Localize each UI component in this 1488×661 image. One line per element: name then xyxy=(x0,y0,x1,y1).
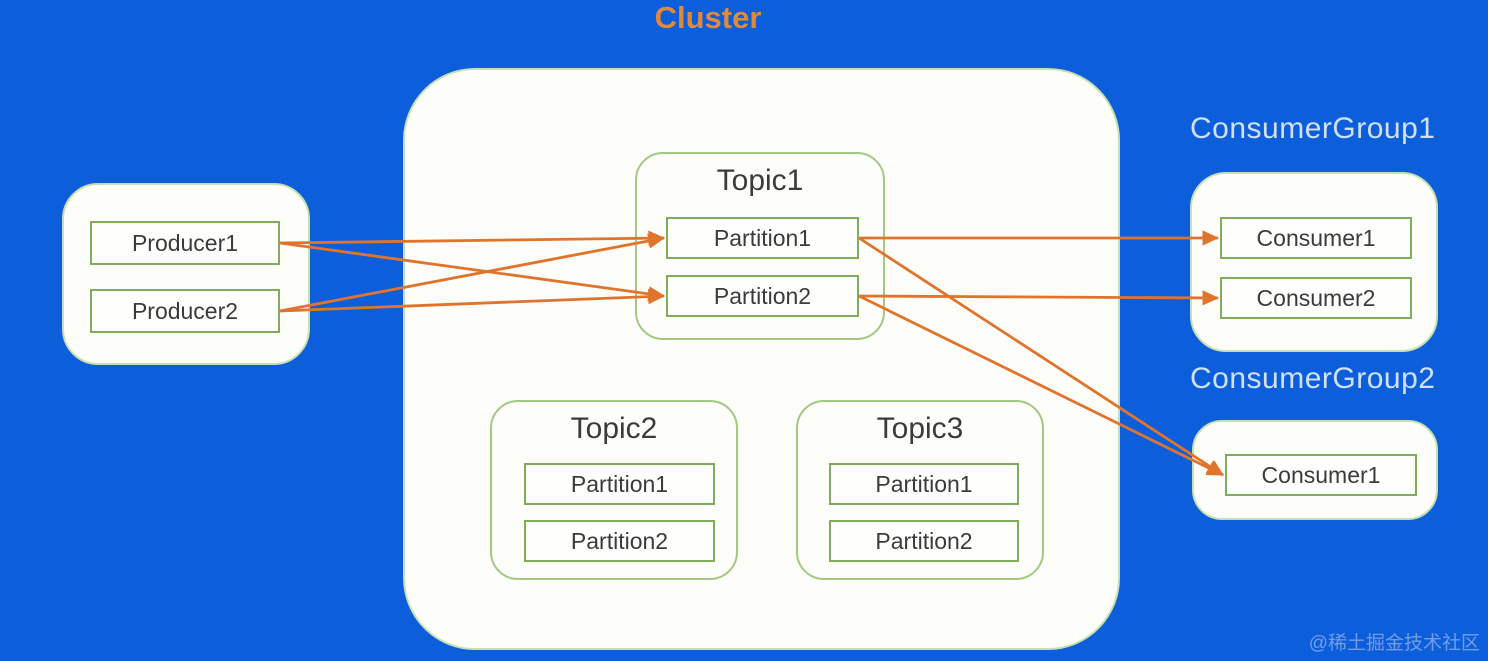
cg2-consumer1-box: Consumer1 xyxy=(1225,454,1417,496)
cg1-consumer2-box: Consumer2 xyxy=(1220,277,1412,319)
consumer-group1-label: ConsumerGroup1 xyxy=(1190,112,1436,145)
cg1-consumer1-box: Consumer1 xyxy=(1220,217,1412,259)
topic1-title: Topic1 xyxy=(716,164,804,197)
cg1-consumer2-label: Consumer2 xyxy=(1256,284,1376,311)
watermark: @稀土掘金技术社区 xyxy=(1308,633,1480,654)
topic1-partition2-label: Partition2 xyxy=(713,282,812,309)
cg2-consumer1-label: Consumer1 xyxy=(1261,461,1381,488)
producer-group-box: Producer1 Producer2 xyxy=(62,183,310,365)
topic3-box: Topic3 Partition1 Partition2 xyxy=(796,400,1044,580)
cg1-consumer1-label: Consumer1 xyxy=(1256,224,1376,251)
topic2-partition2-label: Partition2 xyxy=(570,527,669,554)
topic1-box: Topic1 Partition1 Partition2 xyxy=(635,152,885,340)
cluster-title: Cluster xyxy=(654,0,762,35)
producer1-label: Producer1 xyxy=(131,229,239,256)
consumer-group2-box: Consumer1 xyxy=(1192,420,1438,520)
consumer-group1-box: Consumer1 Consumer2 xyxy=(1190,172,1438,352)
topic3-partition1-box: Partition1 xyxy=(829,463,1019,505)
producer2-label: Producer2 xyxy=(131,297,239,324)
topic1-partition2-box: Partition2 xyxy=(666,275,859,317)
producer2-box: Producer2 xyxy=(90,289,280,333)
topic2-partition1-label: Partition1 xyxy=(570,470,669,497)
consumer-group2-label: ConsumerGroup2 xyxy=(1190,362,1436,395)
topic3-partition2-label: Partition2 xyxy=(875,527,973,554)
topic3-partition2-box: Partition2 xyxy=(829,520,1019,562)
topic2-box: Topic2 Partition1 Partition2 xyxy=(490,400,738,580)
producer1-box: Producer1 xyxy=(90,221,280,265)
topic2-partition2-box: Partition2 xyxy=(524,520,715,562)
topic2-title: Topic2 xyxy=(570,412,658,445)
topic2-partition1-box: Partition1 xyxy=(524,463,715,505)
topic1-partition1-label: Partition1 xyxy=(713,224,812,251)
topic1-partition1-box: Partition1 xyxy=(666,217,859,259)
topic3-partition1-label: Partition1 xyxy=(875,470,973,497)
topic3-title: Topic3 xyxy=(876,412,964,445)
